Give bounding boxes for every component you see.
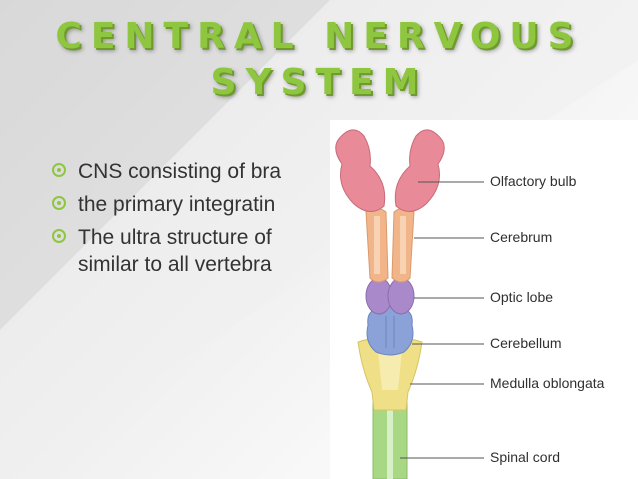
label-cerebrum: Cerebrum (490, 229, 553, 245)
label-olfactory-bulb: Olfactory bulb (490, 173, 577, 189)
bullet-circle-icon (52, 163, 66, 177)
brain-illustration (335, 129, 484, 479)
bullet-item: The ultra structure of similar to all ve… (52, 224, 352, 278)
optic-lobe-right-shape (387, 277, 415, 315)
bullet-item: the primary integratin (52, 191, 352, 218)
bullet-text: The ultra structure of (78, 226, 272, 249)
bullet-circle-icon (52, 229, 66, 243)
leader-lines (400, 181, 484, 459)
brain-diagram: Olfactory bulb Cerebrum Optic lobe Cereb… (330, 120, 638, 479)
label-spinal-cord: Spinal cord (490, 449, 561, 465)
label-medulla-oblongata: Medulla oblongata (490, 375, 605, 391)
bullet-list: CNS consisting of bra the primary integr… (52, 158, 352, 284)
bullet-text: the primary integratin (78, 193, 276, 216)
label-optic-lobe: Optic lobe (490, 289, 554, 305)
label-cerebellum: Cerebellum (490, 335, 562, 351)
bullet-item: CNS consisting of bra (52, 158, 352, 185)
olfactory-bulb-left-shape (335, 129, 386, 212)
title-line-2: SYSTEM (210, 62, 428, 103)
bullet-text: CNS consisting of bra (78, 160, 282, 183)
slide-title: CENTRAL NERVOUS SYSTEM (0, 14, 638, 106)
title-line-1: CENTRAL NERVOUS (55, 16, 583, 57)
bullet-text-continued: similar to all vertebra (78, 253, 272, 276)
bullet-circle-icon (52, 196, 66, 210)
olfactory-bulb-right-shape (394, 129, 445, 212)
